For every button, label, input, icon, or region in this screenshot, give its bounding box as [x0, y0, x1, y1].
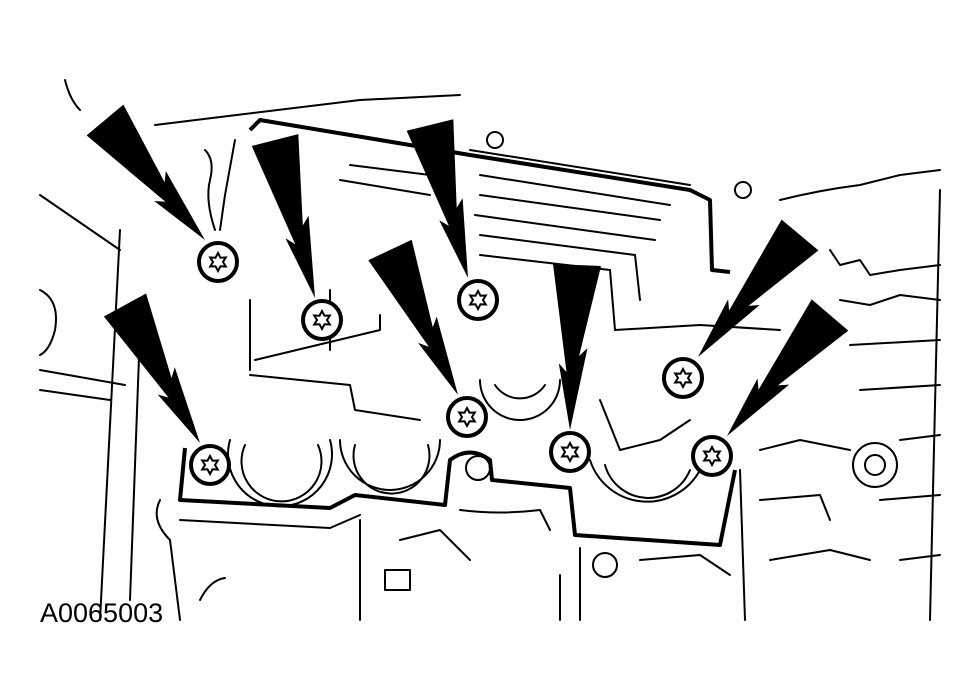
arrow-3-icon — [406, 119, 468, 278]
figure-id-label: A0065003 — [40, 598, 164, 628]
bolt-3 — [457, 279, 499, 321]
torx-star-icon — [208, 250, 228, 274]
bolt-6 — [446, 396, 488, 438]
arrow-6-icon — [553, 264, 601, 430]
bolts — [189, 241, 733, 486]
torx-star-icon — [457, 405, 477, 429]
arrow-1-icon — [86, 104, 205, 240]
bolt-5 — [189, 444, 231, 486]
arrow-2-icon — [251, 134, 315, 298]
bolt-8 — [691, 435, 733, 477]
bolt-4 — [662, 357, 704, 399]
arrow-8-icon — [727, 299, 849, 436]
arrow-7-icon — [698, 219, 819, 357]
housing-linework — [39, 79, 941, 621]
torx-star-icon — [200, 453, 220, 477]
arrow-5-icon — [103, 293, 200, 443]
torx-star-icon — [312, 308, 332, 332]
arrow-4-icon — [368, 239, 458, 395]
torx-star-icon — [702, 444, 722, 468]
torx-star-icon — [673, 366, 693, 390]
callout-arrows — [86, 104, 849, 443]
bolt-2 — [301, 299, 343, 341]
bolt-7 — [549, 431, 591, 473]
torx-star-icon — [468, 288, 488, 312]
torx-star-icon — [560, 440, 580, 464]
bolt-1 — [197, 241, 239, 283]
